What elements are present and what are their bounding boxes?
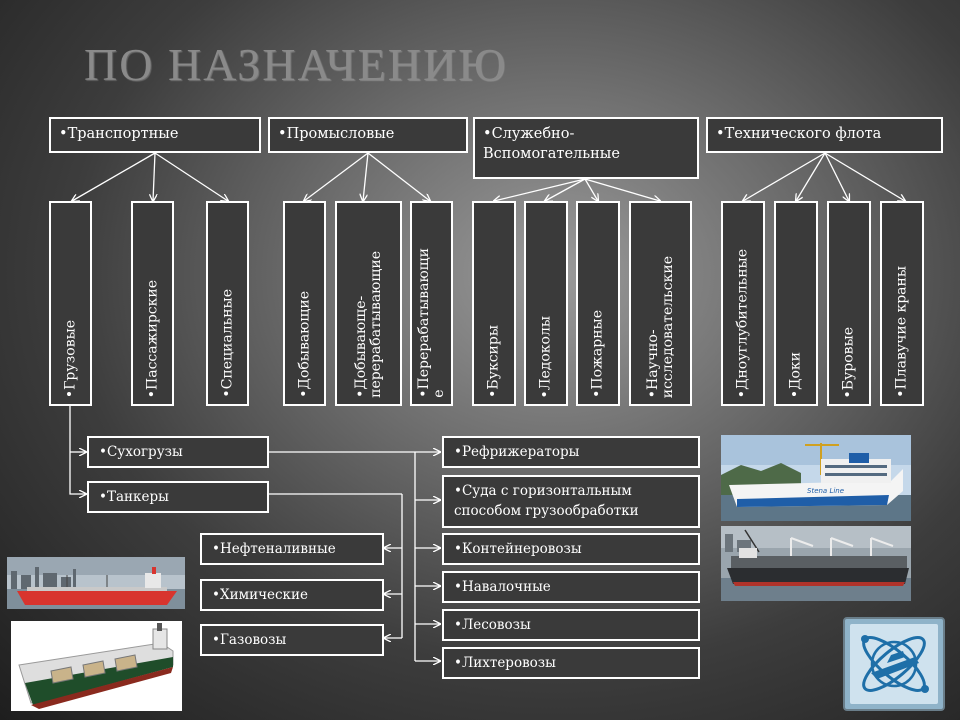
subtype-research: Научно- исследовательские — [629, 201, 692, 406]
subtype-label: Добывающе- перерабатывающие — [353, 251, 384, 398]
chemical-tankers-box: Химические — [200, 579, 384, 611]
gas-carriers-box: Газовозы — [200, 624, 384, 656]
timber-carriers-box: Лесовозы — [442, 609, 700, 641]
logo — [843, 617, 945, 711]
subtype-passenger: Пассажирские — [131, 201, 174, 406]
subtype-floating-cranes: Плавучие краны — [880, 201, 924, 406]
subtype-docks: Доки — [774, 201, 818, 406]
subtype-fire: Пожарные — [576, 201, 620, 406]
dry-cargo-box: Сухогрузы — [87, 436, 269, 468]
reefers-box: Рефрижераторы — [442, 436, 700, 468]
container-ships-box: Контейнеровозы — [442, 533, 700, 565]
category-fishing: Промысловые — [268, 117, 468, 153]
oil-tankers-box: Нефтеналивные — [200, 533, 384, 565]
tanker-model-photo — [11, 621, 182, 711]
tanker-photo — [7, 557, 185, 609]
subtype-label: Научно- исследовательские — [645, 256, 676, 398]
subtype-label: Грузовые — [62, 320, 78, 398]
subtype-mining: Добывающие — [283, 201, 326, 406]
bulk-carriers-box: Навалочные — [442, 571, 700, 603]
lash-carriers-box: Лихтеровозы — [442, 647, 700, 679]
bulk-carrier-photo — [721, 526, 911, 601]
subtype-tugs: Буксиры — [472, 201, 516, 406]
page-title: ПО НАЗНАЧЕНИЮ — [84, 39, 508, 90]
subtype-label: Доки — [788, 352, 804, 398]
subtype-special: Специальные — [206, 201, 249, 406]
subtype-processing: Перерабатывающи е — [410, 201, 453, 406]
tankers-box: Танкеры — [87, 481, 269, 513]
category-auxiliary: Служебно- Вспомогательные — [473, 117, 699, 179]
subtype-cargo: Грузовые — [49, 201, 92, 406]
category-transport: Транспортные — [49, 117, 261, 153]
subtype-label: Добывающие — [296, 291, 312, 398]
subtype-dredging: Дноуглубительные — [721, 201, 765, 406]
subtype-label: Плавучие краны — [894, 266, 910, 398]
subtype-label: Пожарные — [590, 310, 606, 398]
ferry-hull-text: Stena Line — [807, 487, 844, 495]
subtype-label: Буксиры — [486, 325, 502, 398]
subtype-label: Специальные — [219, 289, 235, 398]
roro-box: Суда с горизонтальным способом грузообра… — [442, 475, 700, 528]
subtype-label: Ледоколы — [538, 316, 554, 399]
category-technical-fleet: Технического флота — [706, 117, 943, 153]
subtype-label: Пассажирские — [144, 280, 160, 398]
subtype-label: Дноуглубительные — [735, 249, 751, 398]
subtype-label: Перерабатывающи е — [416, 248, 447, 398]
subtype-icebreakers: Ледоколы — [524, 201, 568, 406]
ferry-photo: Stena Line — [721, 435, 911, 521]
subtype-label: Буровые — [841, 327, 857, 399]
subtype-drilling: Буровые — [827, 201, 871, 406]
subtype-mining-processing: Добывающе- перерабатывающие — [335, 201, 402, 406]
